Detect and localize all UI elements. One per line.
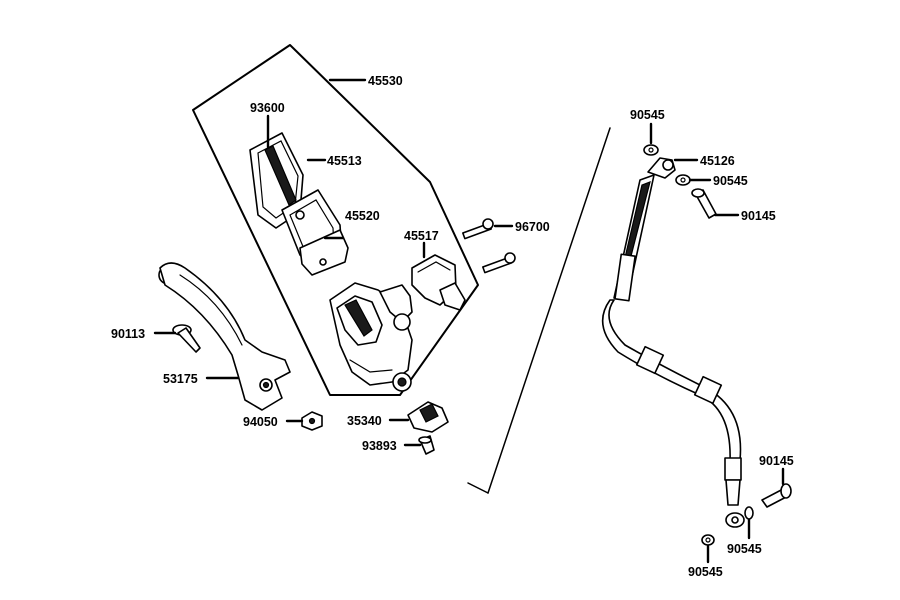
brake-switch-drawing — [407, 401, 449, 433]
label-bolt-96700: 96700 — [515, 220, 550, 234]
brake-hose-drawing — [601, 174, 745, 528]
bolts-96700-drawing — [462, 218, 516, 274]
hose-guide-hook — [467, 482, 489, 494]
label-washer-bottom-1: 90545 — [727, 542, 762, 556]
label-banjo-bolt-bottom: 90145 — [759, 454, 794, 468]
clamp-holder-drawing — [411, 254, 466, 311]
label-clamp-holder: 45517 — [404, 229, 439, 243]
label-lever-pivot-bolt: 90113 — [111, 327, 145, 341]
hose-guide-line — [487, 127, 611, 494]
switch-screw-drawing — [418, 435, 435, 455]
label-washer-top-1: 90545 — [630, 108, 665, 122]
label-diaphragm: 45513 — [327, 154, 362, 168]
brake-lever-drawing — [158, 262, 291, 411]
lever-pivot-bolt-drawing — [172, 324, 201, 353]
label-lever-nut: 94050 — [243, 415, 278, 429]
label-washer-bottom-2: 90545 — [688, 565, 723, 579]
top-fittings-drawing — [643, 144, 717, 219]
bottom-fittings-drawing — [701, 483, 792, 546]
label-banjo-top: 45126 — [700, 154, 735, 168]
assembly-outline — [192, 44, 479, 396]
diaphragm-plate-drawing — [281, 189, 349, 276]
label-reservoir-cap: 93600 — [250, 101, 285, 115]
label-diaphragm-plate: 45520 — [345, 209, 380, 223]
label-brake-switch: 35340 — [347, 414, 382, 428]
reservoir-cap-drawing — [249, 132, 304, 229]
lever-nut-drawing — [301, 411, 323, 431]
leader-lines — [153, 78, 785, 564]
label-brake-lever: 53175 — [163, 372, 198, 386]
master-cylinder-body-drawing — [329, 282, 413, 392]
label-banjo-bolt-top: 90145 — [741, 209, 776, 223]
label-switch-screw: 93893 — [362, 439, 397, 453]
label-washer-top-2: 90545 — [713, 174, 748, 188]
label-master-cylinder-assembly: 45530 — [368, 74, 403, 88]
